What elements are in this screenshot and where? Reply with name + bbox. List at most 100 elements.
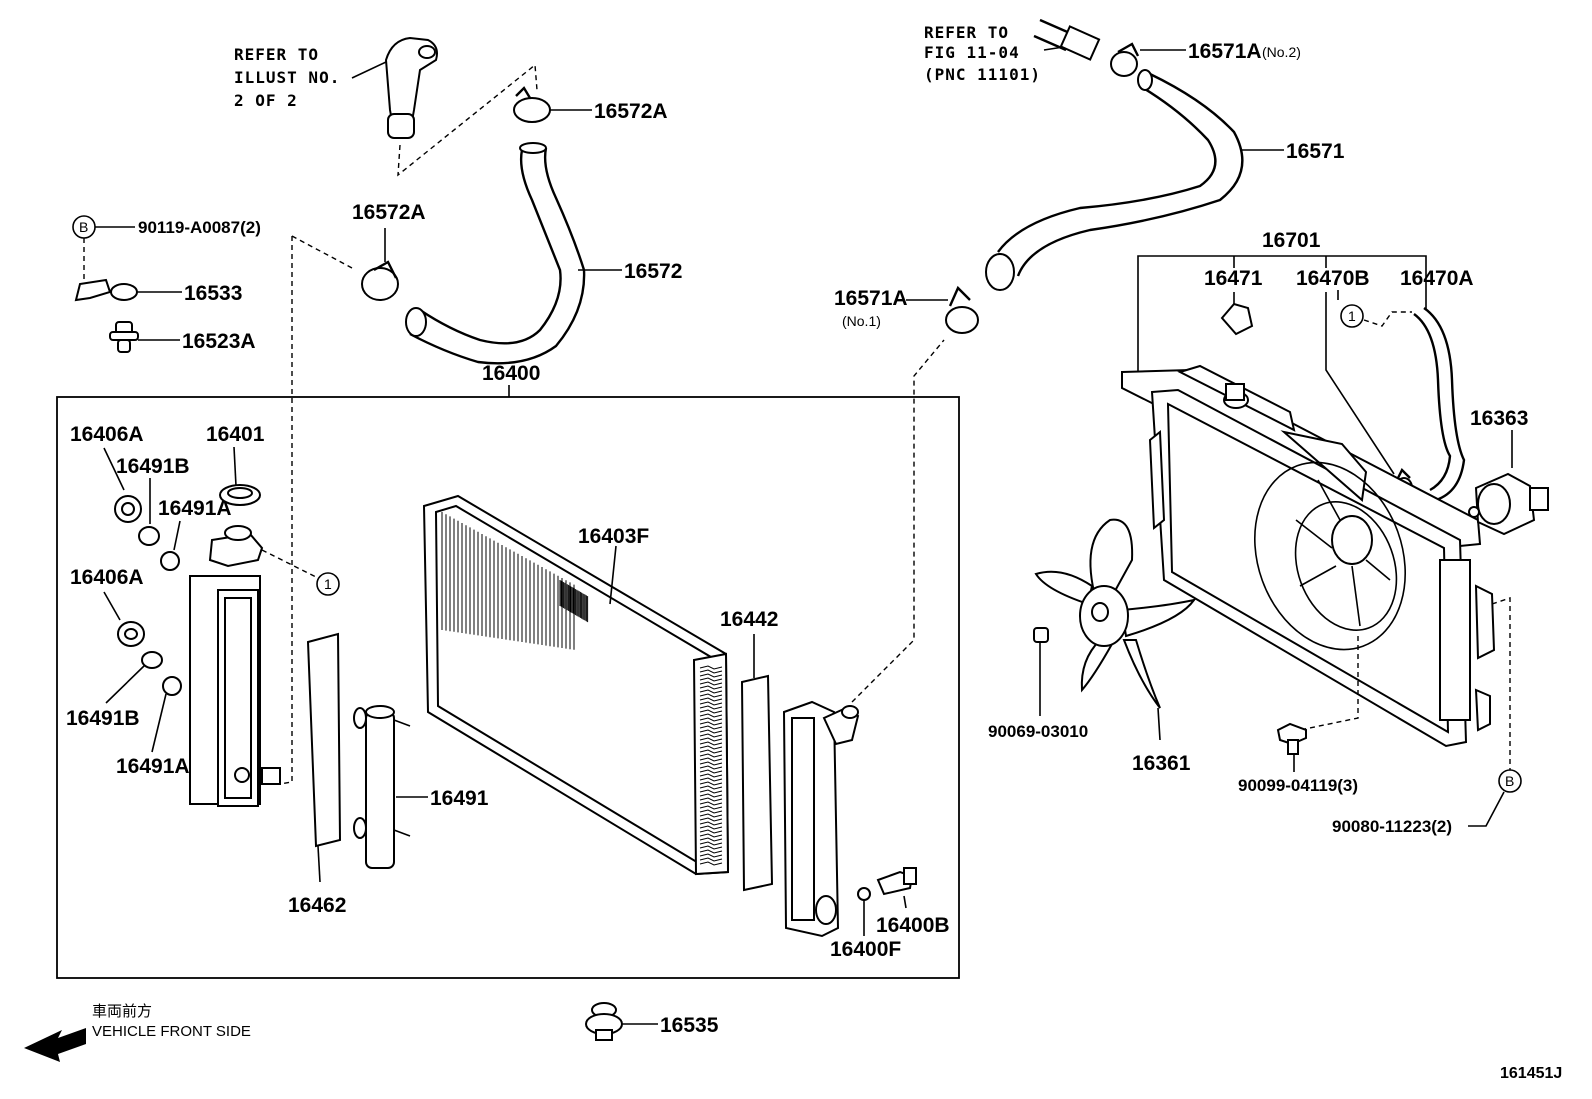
refer-fig-line2: FIG 11-04 [924, 43, 1020, 62]
leader-16401 [233, 446, 237, 487]
svg-text:1: 1 [324, 576, 332, 592]
label-16470b: 16470B [1296, 267, 1370, 290]
diagram-id: 161451J [1500, 1065, 1562, 1082]
label-16406a-a: 16406A [70, 423, 144, 446]
water-outlet-drawing [351, 36, 438, 139]
gasket-16462 [306, 632, 342, 883]
leader-16491a-a [173, 520, 181, 551]
refer-illust-line2: ILLUST NO. [234, 68, 340, 87]
label-16491b-a: 16491B [116, 455, 190, 478]
label-16462: 16462 [288, 894, 346, 917]
svg-text:1: 1 [1348, 308, 1356, 324]
bracket-16533 [74, 278, 182, 302]
label-16523a: 16523A [182, 330, 256, 353]
label-90080: 90080-11223(2) [1332, 817, 1452, 836]
fan-16361 [1034, 518, 1197, 741]
callout-b-right: B [1468, 769, 1522, 827]
label-16361: 16361 [1132, 752, 1191, 775]
radiator-core-16403f [422, 494, 730, 876]
label-16572a-mid: 16572A [352, 201, 426, 224]
fan-shroud-16701 [1121, 364, 1496, 748]
front-arrow-icon [24, 1028, 86, 1062]
label-16400: 16400 [482, 362, 540, 385]
label-90069: 90069-03010 [988, 722, 1088, 741]
left-tank-dash [261, 549, 319, 579]
leader-16491b-b [105, 665, 145, 704]
label-no2: (No.2) [1262, 44, 1301, 60]
clip-16471 [1220, 292, 1254, 336]
label-16471: 16471 [1204, 267, 1263, 290]
label-16363: 16363 [1470, 407, 1528, 430]
label-16571: 16571 [1286, 140, 1345, 163]
label-16535: 16535 [660, 1014, 719, 1037]
clamp-mid-dash [291, 235, 353, 269]
svg-text:B: B [79, 219, 88, 235]
label-16491a-a: 16491A [158, 497, 232, 520]
cushion-16523a [109, 321, 180, 353]
leader-16491a-b [151, 693, 167, 753]
radiator-assy-box [56, 396, 960, 979]
callout-1-left: 1 [316, 572, 340, 596]
bracket-16701 [1137, 255, 1427, 376]
left-vertical-dash [279, 236, 293, 785]
label-16491a-b: 16491A [116, 755, 190, 778]
cushion-16535 [585, 1002, 658, 1041]
leader-16406a-a [103, 447, 125, 491]
hose-16571 [985, 69, 1284, 291]
svg-text:B: B [1505, 773, 1514, 789]
label-16701: 16701 [1262, 229, 1321, 252]
outlet-dashed-guide [397, 63, 538, 177]
label-16572a-top: 16572A [594, 100, 668, 123]
label-16442: 16442 [720, 608, 778, 631]
cap-16406a-b [117, 621, 145, 647]
label-16470a: 16470A [1400, 267, 1474, 290]
label-90099: 90099-04119(3) [1238, 776, 1358, 795]
drain-cock-16400b [876, 867, 917, 909]
hose-16572 [405, 142, 622, 365]
label-16571a-no2: 16571A [1188, 40, 1262, 63]
label-no1: (No.1) [842, 313, 881, 329]
clamp-16572a-mid [361, 228, 399, 301]
engine-pipe-drawing [1033, 18, 1101, 61]
label-16400b: 16400B [876, 914, 950, 937]
pipe-16491 [353, 705, 428, 869]
label-16403f: 16403F [578, 525, 649, 548]
nut-90069 [1033, 627, 1049, 716]
clamp-16571a-no2 [1110, 42, 1186, 77]
oring-16491b-b [141, 651, 163, 669]
label-16571a-no1: 16571A [834, 287, 908, 310]
refer-fig-line3: (PNC 11101) [924, 65, 1041, 84]
front-jp-label: 車両前方 [92, 1002, 152, 1020]
bolt-90099 [1276, 722, 1307, 772]
callout-1-right: 1 [1340, 304, 1364, 328]
label-16400f: 16400F [830, 938, 901, 961]
front-en-label: VEHICLE FRONT SIDE [92, 1023, 251, 1040]
label-16533: 16533 [184, 282, 242, 305]
right-tank-dash [851, 339, 945, 703]
refer-illust-line1: REFER TO [234, 45, 319, 64]
hose-16470a [1337, 290, 1466, 502]
clamp-16572a-top [513, 86, 592, 123]
oring-16491a-a [160, 551, 180, 571]
hose-1-dash [1363, 311, 1412, 327]
right-tank-drawing [782, 700, 860, 938]
label-16406a-b: 16406A [70, 566, 144, 589]
refer-illust-line3: 2 OF 2 [234, 91, 298, 110]
label-90119: 90119-A0087(2) [138, 218, 261, 237]
b-right-dash [1491, 597, 1511, 770]
seal-16442 [740, 674, 774, 892]
left-tank-drawing [189, 525, 281, 807]
leader-16470b [1325, 292, 1395, 475]
oring-16491b-a [138, 526, 160, 546]
bolt-dash [1299, 636, 1359, 731]
label-16572: 16572 [624, 260, 682, 283]
fan-motor-16363 [1468, 472, 1549, 536]
cap-16406a-a [114, 495, 142, 523]
label-16491b-b: 16491B [66, 707, 140, 730]
callout-b-left: B [72, 215, 135, 239]
label-16401: 16401 [206, 423, 265, 446]
oring-16400f [857, 887, 871, 901]
label-16491: 16491 [430, 787, 489, 810]
refer-fig-line1: REFER TO [924, 23, 1009, 42]
